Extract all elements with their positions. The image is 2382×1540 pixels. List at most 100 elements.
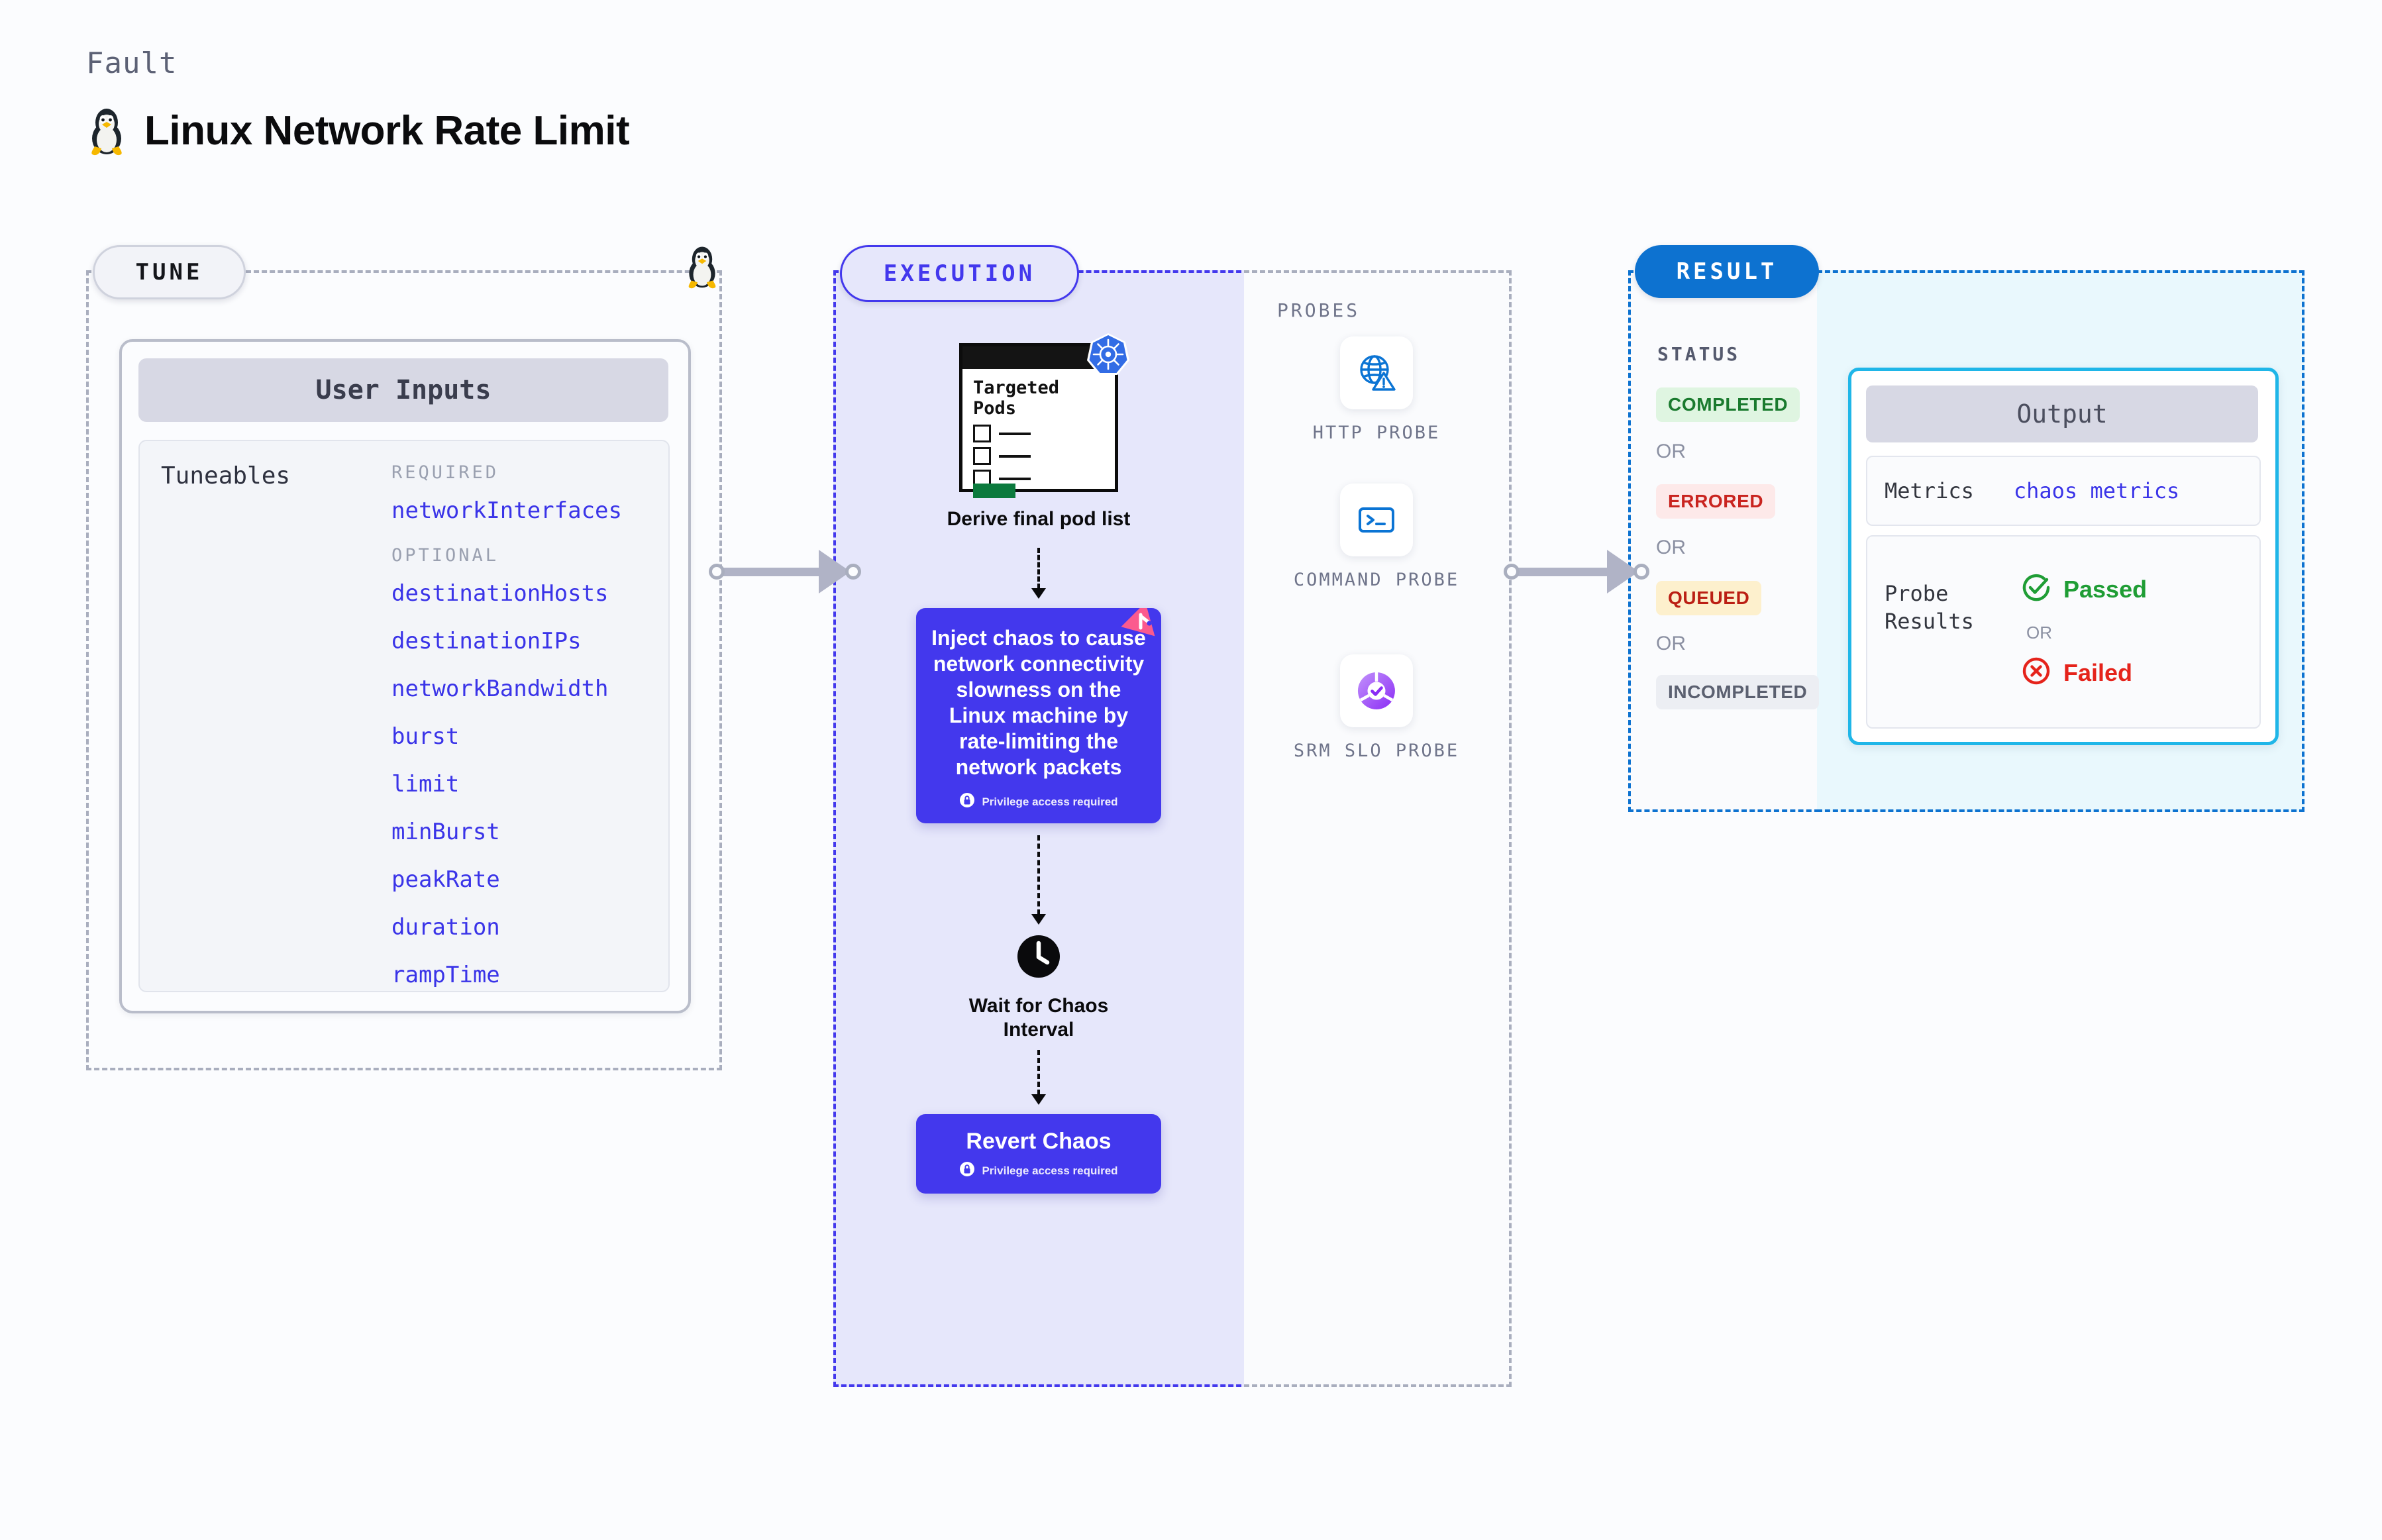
probe-result-failed-label: Failed bbox=[2063, 658, 2133, 686]
flow-arrow-down bbox=[1031, 1050, 1046, 1105]
targeted-pods-title-line2: Pods bbox=[973, 397, 1017, 419]
probe-command-label: COMMAND PROBE bbox=[1293, 570, 1460, 590]
probe-result-failed: Failed bbox=[2020, 654, 2132, 691]
probe-results-label-line2: Results bbox=[1885, 608, 1974, 634]
probe-results-label-line1: Probe bbox=[1885, 581, 1949, 606]
tuneables-panel: Tuneables REQUIRED networkInterfaces OPT… bbox=[138, 440, 670, 992]
connector-endpoint bbox=[1504, 564, 1520, 580]
targeted-pods-title: Targeted Pods bbox=[973, 378, 1059, 419]
connector-shaft bbox=[723, 567, 822, 576]
probe-results-label: Probe Results bbox=[1885, 580, 1974, 635]
or-separator: OR bbox=[1656, 633, 1686, 654]
metrics-value-link[interactable]: chaos metrics bbox=[2013, 478, 2180, 503]
derive-pod-list-label: Derive final pod list bbox=[947, 508, 1131, 530]
wait-label-line1: Wait for Chaos bbox=[968, 995, 1109, 1017]
inject-chaos-text: Inject chaos to cause network connectivi… bbox=[931, 626, 1146, 780]
privilege-note-text: Privilege access required bbox=[982, 1164, 1118, 1177]
tuneable-networkBandwidth[interactable]: networkBandwidth bbox=[391, 676, 609, 702]
probe-result-passed-label: Passed bbox=[2063, 575, 2148, 603]
checkbox-icon bbox=[973, 425, 991, 442]
terminal-icon bbox=[1340, 484, 1413, 556]
tune-section-pill[interactable]: TUNE bbox=[93, 245, 246, 299]
metrics-label: Metrics bbox=[1885, 478, 1974, 503]
targeted-pods-card: Targeted Pods bbox=[959, 333, 1129, 498]
tuneable-destinationHosts[interactable]: destinationHosts bbox=[391, 580, 609, 607]
tuneable-duration[interactable]: duration bbox=[391, 914, 500, 941]
revert-chaos-title: Revert Chaos bbox=[966, 1129, 1112, 1155]
tuneable-networkInterfaces[interactable]: networkInterfaces bbox=[391, 497, 622, 524]
page-title: Linux Network Rate Limit bbox=[144, 107, 630, 154]
user-inputs-card: User Inputs Tuneables REQUIRED networkIn… bbox=[119, 339, 691, 1013]
clock-icon bbox=[1016, 934, 1061, 982]
page-header: Fault Linux Network Rate Limit bbox=[86, 46, 630, 156]
probe-results-row: Probe Results Passed OR Failed bbox=[1866, 535, 2261, 729]
output-card: Output Metrics chaos metrics Probe Resul… bbox=[1848, 368, 2279, 745]
tuneable-group-required-label: REQUIRED bbox=[391, 462, 499, 483]
output-header: Output bbox=[1866, 385, 2258, 442]
privilege-note-text: Privilege access required bbox=[982, 795, 1118, 808]
probe-http[interactable]: HTTP PROBE bbox=[1244, 336, 1509, 445]
or-separator: OR bbox=[1656, 440, 1686, 462]
status-badge-incompleted: INCOMPLETED bbox=[1656, 675, 1820, 709]
revert-chaos-card[interactable]: Revert Chaos Privilege access required bbox=[916, 1114, 1161, 1194]
status-badge-errored: ERRORED bbox=[1656, 484, 1776, 519]
metrics-row: Metrics chaos metrics bbox=[1866, 456, 2261, 526]
result-section-pill[interactable]: RESULT bbox=[1635, 245, 1819, 298]
tuneable-minBurst[interactable]: minBurst bbox=[391, 819, 500, 845]
status-badge-queued: QUEUED bbox=[1656, 581, 1762, 615]
probes-section-container bbox=[1244, 270, 1512, 1387]
litmuschaos-icon bbox=[1119, 608, 1161, 651]
wait-for-chaos-label: Wait for Chaos Interval bbox=[969, 994, 1109, 1042]
tuneable-limit[interactable]: limit bbox=[391, 771, 460, 797]
tuneable-rampTime[interactable]: rampTime bbox=[391, 962, 500, 988]
connector-endpoint bbox=[709, 564, 725, 580]
connector-tune-to-execution bbox=[709, 550, 861, 593]
privilege-note: Privilege access required bbox=[931, 1161, 1147, 1180]
probe-http-label: HTTP PROBE bbox=[1312, 423, 1441, 443]
pod-list-item bbox=[973, 447, 1031, 465]
linux-tux-icon bbox=[86, 105, 127, 156]
checkbox-icon bbox=[973, 447, 991, 465]
probe-srm-slo[interactable]: SRM SLO PROBE bbox=[1244, 654, 1509, 763]
connector-shaft bbox=[1518, 567, 1610, 576]
wait-for-chaos-step: Wait for Chaos Interval bbox=[969, 934, 1109, 1042]
tuneable-destinationIPs[interactable]: destinationIPs bbox=[391, 628, 582, 654]
execution-section-pill[interactable]: EXECUTION bbox=[840, 245, 1079, 302]
linux-tux-icon bbox=[684, 244, 721, 292]
user-inputs-header: User Inputs bbox=[138, 358, 668, 422]
or-separator: OR bbox=[2026, 623, 2052, 642]
tuneables-label: Tuneables bbox=[161, 462, 291, 489]
tuneable-burst[interactable]: burst bbox=[391, 723, 460, 750]
wait-label-line2: Interval bbox=[1003, 1019, 1074, 1041]
tune-section-container bbox=[86, 270, 722, 1070]
x-circle-icon bbox=[2020, 654, 2053, 691]
title-row: Linux Network Rate Limit bbox=[86, 105, 630, 156]
probe-result-passed: Passed bbox=[2020, 571, 2147, 607]
probes-title: PROBES bbox=[1277, 299, 1361, 321]
slo-donut-check-icon bbox=[1340, 654, 1413, 727]
inject-chaos-card[interactable]: Inject chaos to cause network connectivi… bbox=[916, 608, 1161, 824]
fault-kicker: Fault bbox=[86, 46, 178, 80]
progress-bar bbox=[973, 484, 1015, 498]
flow-arrow-down bbox=[1031, 548, 1046, 599]
status-title: STATUS bbox=[1657, 343, 1741, 365]
lock-icon bbox=[959, 1161, 975, 1180]
targeted-pods-title-line1: Targeted bbox=[973, 378, 1060, 398]
probe-command[interactable]: COMMAND PROBE bbox=[1244, 484, 1509, 592]
placeholder-line bbox=[999, 454, 1031, 458]
connector-endpoint bbox=[845, 564, 861, 580]
privilege-note: Privilege access required bbox=[931, 792, 1147, 811]
globe-warning-icon bbox=[1340, 336, 1413, 409]
status-badge-completed: COMPLETED bbox=[1656, 387, 1800, 422]
probe-srm-slo-label: SRM SLO PROBE bbox=[1293, 741, 1460, 761]
or-separator: OR bbox=[1656, 537, 1686, 558]
tuneable-peakRate[interactable]: peakRate bbox=[391, 866, 500, 893]
lock-icon bbox=[959, 792, 975, 811]
placeholder-line bbox=[999, 432, 1031, 435]
placeholder-line bbox=[999, 477, 1031, 480]
pod-list-item bbox=[973, 425, 1031, 442]
connector-endpoint bbox=[1633, 564, 1649, 580]
pod-checkbox-list bbox=[973, 425, 1031, 492]
tuneable-group-optional-label: OPTIONAL bbox=[391, 545, 499, 566]
kubernetes-helm-icon bbox=[1084, 331, 1132, 382]
